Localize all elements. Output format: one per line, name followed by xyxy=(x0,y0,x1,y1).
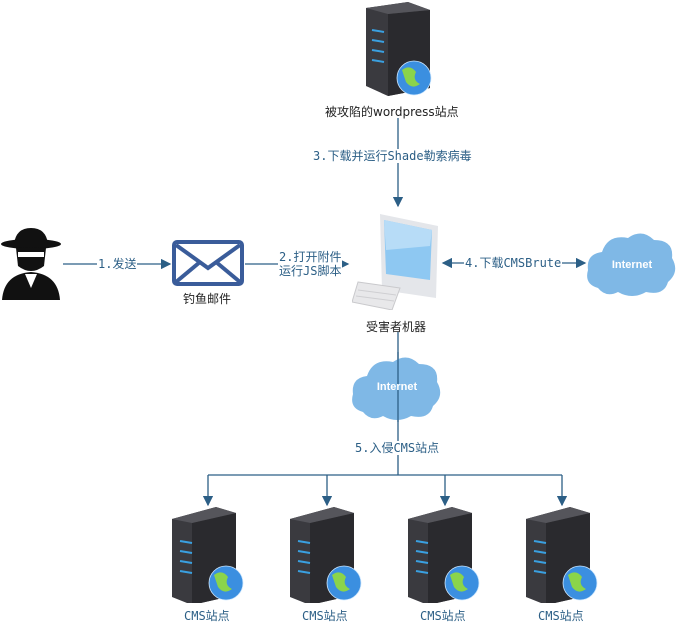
step1-label: 1.发送 xyxy=(97,257,138,271)
cms-server-icon xyxy=(408,507,480,603)
envelope-icon xyxy=(172,240,244,286)
cms-server-icon xyxy=(290,507,362,603)
internet-right-label: Internet xyxy=(612,259,653,271)
internet-bottom-label: Internet xyxy=(377,381,418,393)
server-globe-icon xyxy=(366,2,432,96)
step5-label: 5.入侵CMS站点 xyxy=(354,441,441,455)
step4-label: 4.下载CMSBrute xyxy=(464,256,563,270)
cloud-icon: Internet xyxy=(587,233,676,296)
victim-label: 受害者机器 xyxy=(366,320,427,334)
step2-label-line2: 运行JS脚本 xyxy=(278,264,343,278)
cms-server-icon xyxy=(526,507,598,603)
cms-site-label: CMS站点 xyxy=(184,609,230,623)
cms-site-label: CMS站点 xyxy=(302,609,348,623)
step2-label-line1: 2.打开附件 xyxy=(278,250,343,264)
step3-label: 3.下载并运行Shade勒索病毒 xyxy=(312,149,473,163)
cloud-icon: Internet xyxy=(352,352,441,422)
cms-site-label: CMS站点 xyxy=(538,609,584,623)
email-label: 钓鱼邮件 xyxy=(183,292,232,306)
wordpress-label: 被攻陷的wordpress站点 xyxy=(325,105,459,119)
hacker-icon xyxy=(1,228,61,300)
cms-site-label: CMS站点 xyxy=(420,609,466,623)
computer-icon xyxy=(352,214,438,310)
cms-server-icon xyxy=(172,507,244,603)
